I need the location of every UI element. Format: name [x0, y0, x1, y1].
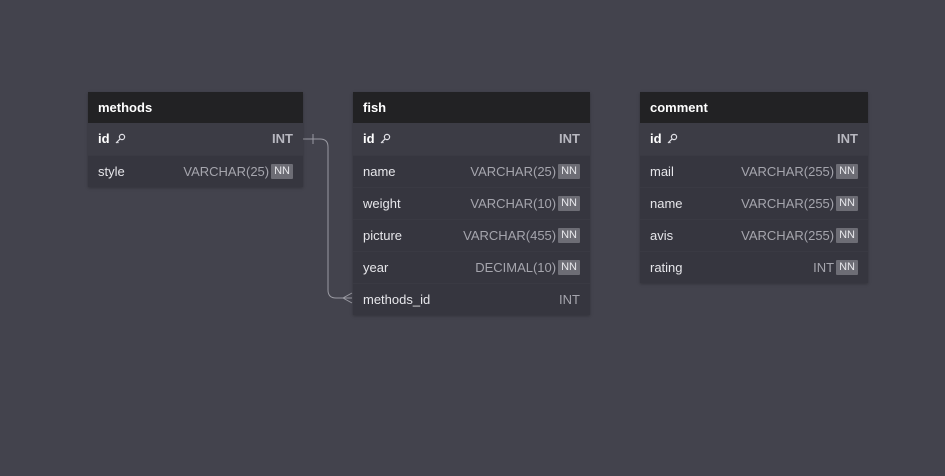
column-name: picture [363, 227, 403, 243]
key-icon [115, 133, 125, 144]
column-name: rating [650, 259, 683, 275]
key-icon [380, 133, 390, 144]
column-type: INT [559, 291, 580, 307]
table-title[interactable]: methods [88, 92, 303, 123]
not-null-badge: NN [836, 228, 858, 243]
column-type: VARCHAR(255) [741, 163, 835, 179]
not-null-badge: NN [836, 196, 858, 211]
not-null-badge: NN [836, 260, 858, 275]
column-name: avis [650, 227, 674, 243]
not-null-badge: NN [558, 228, 580, 243]
column-row[interactable]: avis VARCHAR(255)NN [640, 219, 868, 251]
column-row[interactable]: style VARCHAR(25)NN [88, 155, 303, 187]
column-row[interactable]: methods_id INT [353, 283, 590, 315]
column-type: VARCHAR(255) [741, 195, 835, 211]
column-row[interactable]: name VARCHAR(25)NN [353, 155, 590, 187]
not-null-badge: NN [836, 164, 858, 179]
column-row[interactable]: name VARCHAR(255)NN [640, 187, 868, 219]
column-type: VARCHAR(10) [470, 195, 557, 211]
column-row[interactable]: id INT [640, 123, 868, 155]
column-type: DECIMAL(10) [475, 259, 557, 275]
column-type: VARCHAR(255) [741, 227, 835, 243]
column-type: INT [559, 131, 580, 146]
column-type: INT [272, 131, 293, 146]
table-fish[interactable]: fish id INT name VARCHAR(25)NN weight VA… [353, 92, 590, 315]
column-name: id [98, 131, 110, 146]
column-name: style [98, 163, 125, 179]
not-null-badge: NN [558, 260, 580, 275]
not-null-badge: NN [558, 196, 580, 211]
column-name: year [363, 259, 389, 275]
column-type: INT [837, 131, 858, 146]
column-row[interactable]: year DECIMAL(10)NN [353, 251, 590, 283]
column-name: mail [650, 163, 674, 179]
column-type: VARCHAR(455) [463, 227, 557, 243]
column-name: id [363, 131, 375, 146]
not-null-badge: NN [271, 164, 293, 179]
table-comment[interactable]: comment id INT mail VARCHAR(255)NN name … [640, 92, 868, 283]
column-name: name [650, 195, 683, 211]
column-type: VARCHAR(25) [470, 163, 557, 179]
many-cardinality-mark [341, 292, 353, 304]
table-title[interactable]: comment [640, 92, 868, 123]
column-row[interactable]: mail VARCHAR(255)NN [640, 155, 868, 187]
table-title[interactable]: fish [353, 92, 590, 123]
column-row[interactable]: picture VARCHAR(455)NN [353, 219, 590, 251]
column-name: methods_id [363, 291, 431, 307]
column-name: weight [363, 195, 401, 211]
column-name: id [650, 131, 662, 146]
key-icon [667, 133, 677, 144]
not-null-badge: NN [558, 164, 580, 179]
column-name: name [363, 163, 396, 179]
column-type: VARCHAR(25) [183, 163, 270, 179]
column-row[interactable]: id INT [353, 123, 590, 155]
table-methods[interactable]: methods id INT style VARCHAR(25)NN [88, 92, 303, 187]
column-type: INT [813, 259, 835, 275]
column-row[interactable]: id INT [88, 123, 303, 155]
relationship-line [303, 138, 352, 299]
column-row[interactable]: weight VARCHAR(10)NN [353, 187, 590, 219]
